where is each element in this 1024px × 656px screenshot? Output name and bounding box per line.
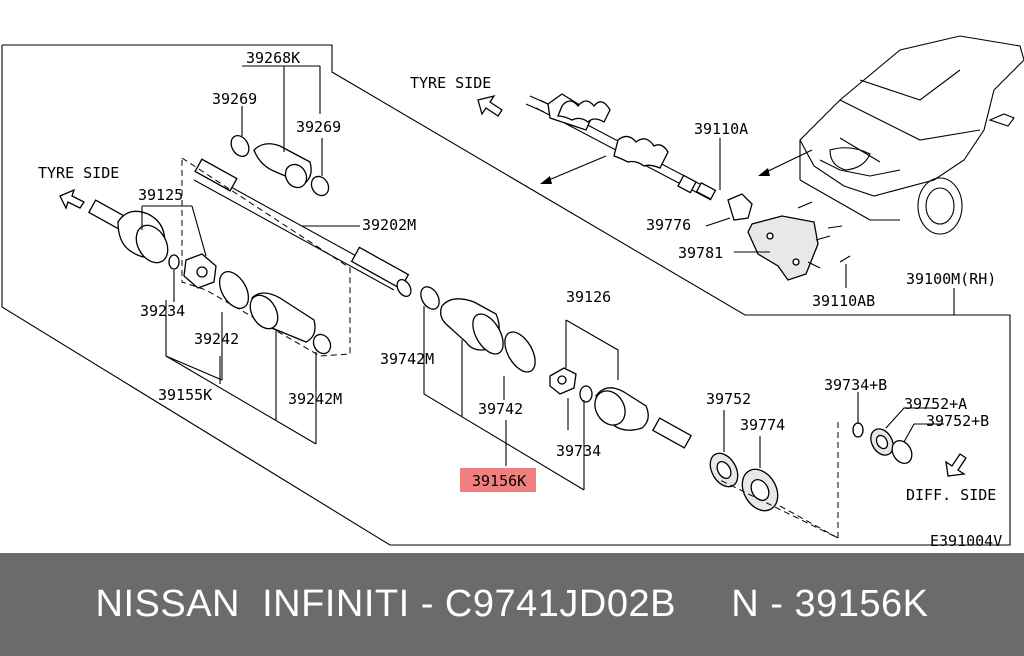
boot-39156K xyxy=(420,286,536,373)
leader-lines xyxy=(141,65,955,491)
label-39734-B: 39734+B xyxy=(824,376,887,394)
dashed-group-left xyxy=(181,157,351,357)
label-39774: 39774 xyxy=(740,416,785,434)
diagram-boundary xyxy=(1,44,1011,546)
label-39752-B: 39752+B xyxy=(926,412,989,430)
label-39110A: 39110A xyxy=(694,120,748,138)
boot-kit-39268K xyxy=(230,135,330,197)
label-39156K: 39156K xyxy=(472,472,526,490)
label-tyre-side-left: TYRE SIDE xyxy=(38,164,119,182)
label-39242: 39242 xyxy=(194,330,239,348)
label-39742M: 39742M xyxy=(380,350,434,368)
outer-joint xyxy=(87,199,217,289)
boot-39155K xyxy=(218,271,332,355)
inner-joint-39126 xyxy=(549,367,693,449)
parts-diagram: 39268K 39269 39269 TYRE SIDE TYRE SIDE 3… xyxy=(1,35,1024,550)
label-39125: 39125 xyxy=(138,186,183,204)
highlight-box xyxy=(460,468,536,492)
label-39752: 39752 xyxy=(706,390,751,408)
vehicle-outline xyxy=(799,35,1024,235)
label-39268K: 39268K xyxy=(246,49,300,67)
caption-text: NISSAN INFINITI - C9741JD02B N - 39156K xyxy=(95,583,929,625)
dashed-group-right xyxy=(719,422,839,539)
shaft-assembly-upper xyxy=(525,93,717,201)
label-39776: 39776 xyxy=(646,216,691,234)
label-39155K: 39155K xyxy=(158,386,212,404)
caption-bar: NISSAN INFINITI - C9741JD02B N - 39156K xyxy=(0,553,1024,656)
label-39781: 39781 xyxy=(678,244,723,262)
bearings-right xyxy=(709,422,913,512)
label-39100M-RH: 39100M(RH) xyxy=(906,270,996,288)
label-tyre-side-top: TYRE SIDE xyxy=(410,74,491,92)
label-diff-side: DIFF. SIDE xyxy=(906,486,996,504)
label-39752-A: 39752+A xyxy=(904,395,967,413)
label-39126: 39126 xyxy=(566,288,611,306)
label-39742: 39742 xyxy=(478,400,523,418)
label-39242M: 39242M xyxy=(288,390,342,408)
label-39234: 39234 xyxy=(140,302,185,320)
label-39269-right: 39269 xyxy=(296,118,341,136)
bracket xyxy=(727,193,851,281)
label-39202M: 39202M xyxy=(362,216,416,234)
label-ref-code: E391004V xyxy=(930,532,1002,550)
label-39734: 39734 xyxy=(556,442,601,460)
label-39269-left: 39269 xyxy=(212,90,257,108)
label-39110AB: 39110AB xyxy=(812,292,875,310)
shaft-39202M xyxy=(193,158,412,298)
